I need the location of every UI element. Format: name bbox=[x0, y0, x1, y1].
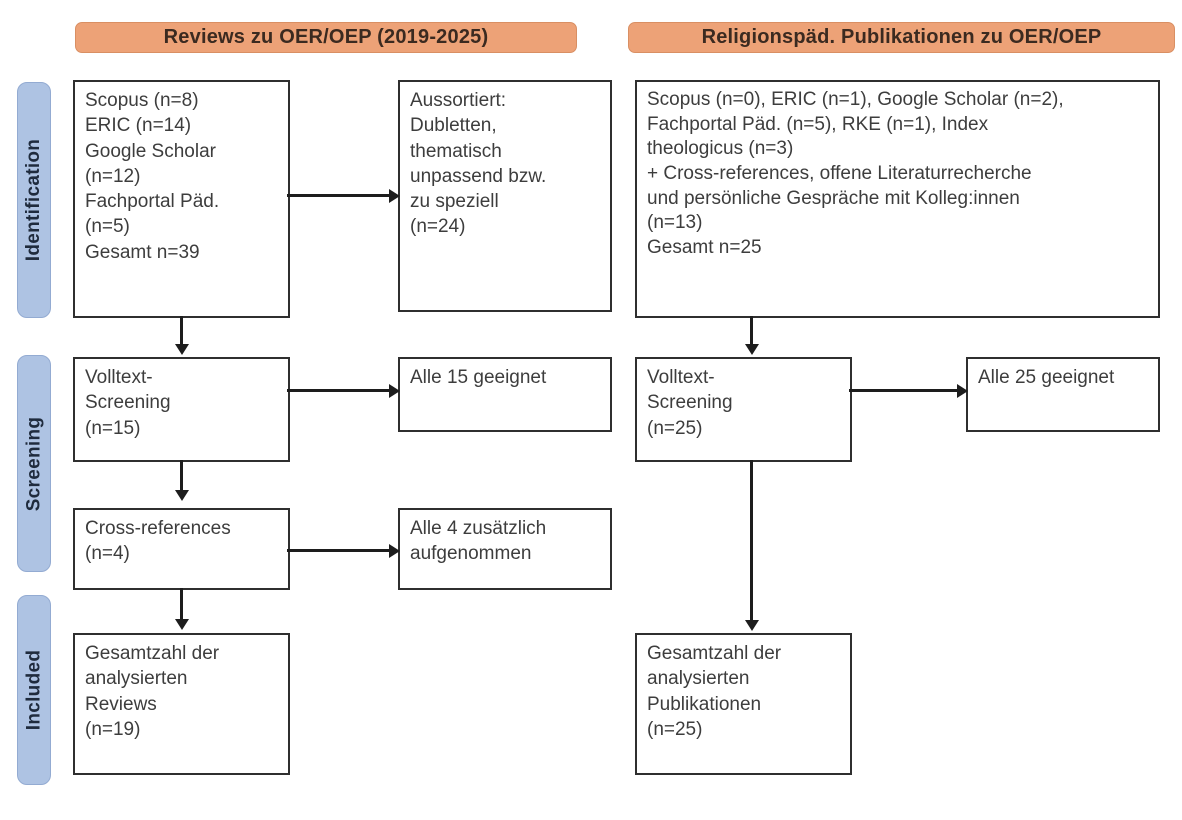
arrow-left-crossrefs-to-included bbox=[174, 619, 189, 630]
arrow-left-crossrefs-to-result bbox=[389, 543, 400, 558]
stage-label-included-text: Included bbox=[23, 649, 45, 731]
stage-label-included: Included bbox=[17, 595, 51, 785]
connector-left-identification-to-fulltext bbox=[180, 316, 183, 346]
arrow-left-identification-to-fulltext bbox=[174, 344, 189, 355]
stage-label-screening-text: Screening bbox=[23, 416, 45, 511]
connector-left-crossrefs-to-result bbox=[287, 549, 391, 552]
connector-left-identification-to-excluded bbox=[287, 194, 391, 197]
box-left-fulltext-result: Alle 15 geeignet bbox=[398, 357, 612, 432]
arrow-left-identification-to-excluded bbox=[389, 188, 400, 203]
connector-right-fulltext-to-included bbox=[750, 460, 753, 622]
column-header-right: Religionspäd. Publikationen zu OER/OEP bbox=[628, 22, 1175, 53]
arrow-right-fulltext-to-included bbox=[744, 620, 759, 631]
column-header-left: Reviews zu OER/OEP (2019-2025) bbox=[75, 22, 577, 53]
box-left-identification-sources: Scopus (n=8) ERIC (n=14) Google Scholar … bbox=[73, 80, 290, 318]
box-right-fulltext-result: Alle 25 geeignet bbox=[966, 357, 1160, 432]
connector-left-crossrefs-to-included bbox=[180, 588, 183, 621]
box-right-included-total: Gesamtzahl der analysierten Publikatione… bbox=[635, 633, 852, 775]
arrow-right-identification-to-fulltext bbox=[744, 344, 759, 355]
box-left-cross-references-result: Alle 4 zusätzlich aufgenommen bbox=[398, 508, 612, 590]
box-left-cross-references: Cross-references (n=4) bbox=[73, 508, 290, 590]
arrow-right-fulltext-to-result bbox=[957, 383, 968, 398]
stage-label-identification-text: Identification bbox=[23, 138, 45, 262]
arrow-left-fulltext-to-crossrefs bbox=[174, 490, 189, 501]
stage-label-identification: Identification bbox=[17, 82, 51, 318]
connector-right-identification-to-fulltext bbox=[750, 316, 753, 346]
arrow-left-fulltext-to-result bbox=[389, 383, 400, 398]
box-left-included-total: Gesamtzahl der analysierten Reviews (n=1… bbox=[73, 633, 290, 775]
box-left-excluded: Aussortiert: Dubletten, thematisch unpas… bbox=[398, 80, 612, 312]
box-right-identification-sources: Scopus (n=0), ERIC (n=1), Google Scholar… bbox=[635, 80, 1160, 318]
box-right-fulltext-screening: Volltext- Screening (n=25) bbox=[635, 357, 852, 462]
connector-left-fulltext-to-crossrefs bbox=[180, 460, 183, 492]
stage-label-screening: Screening bbox=[17, 355, 51, 572]
box-left-fulltext-screening: Volltext- Screening (n=15) bbox=[73, 357, 290, 462]
connector-right-fulltext-to-result bbox=[849, 389, 959, 392]
connector-left-fulltext-to-result bbox=[287, 389, 391, 392]
